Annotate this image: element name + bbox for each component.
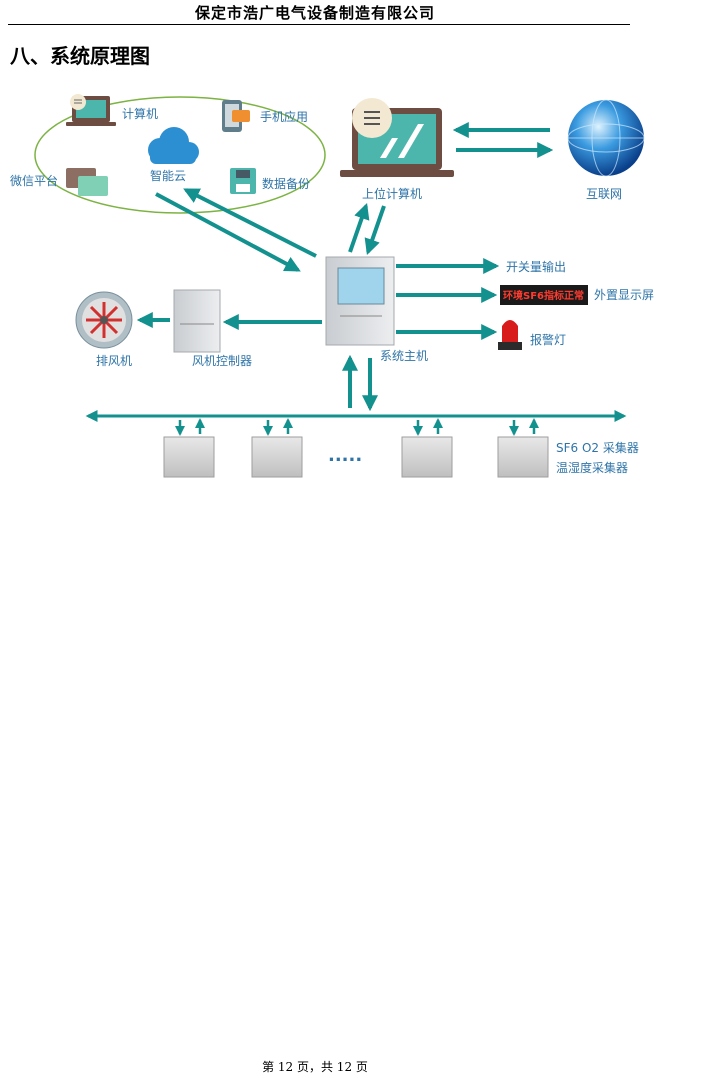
internet-label: 互联网	[586, 187, 622, 201]
host-laptop-icon	[340, 98, 454, 177]
section-title: 八、系统原理图	[10, 44, 150, 68]
smart-cloud-label: 智能云	[150, 168, 186, 183]
mobile-app-label: 手机应用	[260, 109, 308, 124]
page-footer: 第 12 页，共 12 页	[262, 1060, 368, 1074]
data-backup-label: 数据备份	[262, 176, 310, 191]
alarm-light-label: 报警灯	[530, 332, 566, 347]
alarm-light-icon	[498, 320, 522, 350]
computer-icon	[66, 94, 116, 126]
mobile-icon	[222, 100, 250, 132]
system-diagram: 计算机 手机应用 微信平台 智能云 数据备份 上位计算机	[10, 94, 654, 478]
collector-label-sf6: SF6 O2 采集器	[556, 440, 639, 455]
wechat-icon	[66, 168, 108, 196]
exhaust-fan-label: 排风机	[96, 354, 132, 368]
external-display-label: 外置显示屏	[594, 288, 654, 302]
floppy-disk-icon	[230, 168, 256, 194]
page-header: 保定市浩广电气设备制造有限公司	[0, 0, 720, 26]
cloud-services-ellipse	[34, 96, 326, 214]
globe-icon	[567, 99, 645, 177]
collector-1	[163, 418, 215, 478]
fan-controller-label: 风机控制器	[192, 354, 252, 368]
wechat-label: 微信平台	[10, 173, 58, 188]
arrow-cloud-to-system	[155, 192, 301, 272]
fan-controller-cabinet	[173, 289, 221, 353]
arrow-pc-to-system	[364, 205, 386, 256]
collector-2	[251, 418, 303, 478]
collector-4	[497, 418, 549, 478]
header-rule	[8, 24, 630, 25]
collector-label-humidity: 温湿度采集器	[556, 460, 628, 475]
arrow-system-to-pc	[348, 202, 370, 253]
switch-output-label: 开关量输出	[506, 259, 566, 274]
system-host-label: 系统主机	[380, 349, 428, 363]
host-pc-label: 上位计算机	[362, 186, 422, 201]
company-name: 保定市浩广电气设备制造有限公司	[194, 4, 435, 22]
arrow-system-to-cloud	[183, 188, 317, 258]
system-host-cabinet	[325, 256, 395, 346]
led-display-text: 环境SF6指标正常	[503, 289, 584, 302]
exhaust-fan-icon	[75, 291, 133, 349]
cloud-icon	[148, 127, 199, 164]
collectors-ellipsis: .....	[328, 445, 362, 466]
led-display	[500, 285, 588, 305]
collector-3	[401, 418, 453, 478]
computer-label: 计算机	[122, 106, 158, 121]
